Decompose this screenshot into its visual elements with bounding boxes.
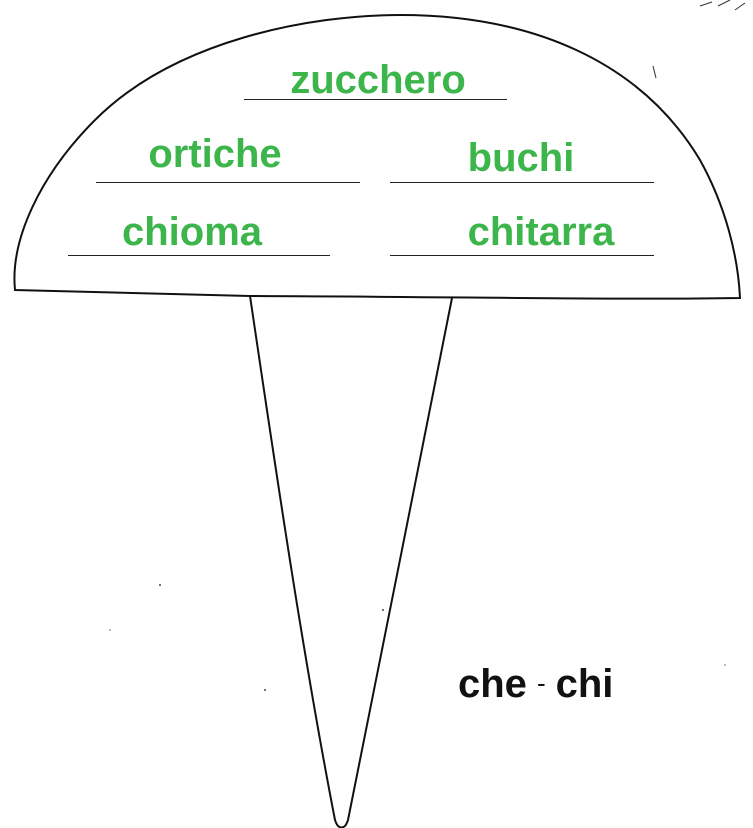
word-chioma: chioma [121, 210, 263, 254]
corner-scribble [699, 0, 746, 11]
mushroom-stem-outline [249, 295, 453, 828]
word-ortiche: ortiche [148, 132, 282, 176]
mushroom-cap-outline [13, 13, 742, 300]
title-chi: chi [555, 662, 614, 706]
word-buchi: buchi [467, 136, 575, 180]
title-label: che-chi [458, 662, 613, 710]
dot-mark [264, 689, 266, 691]
writing-line [390, 255, 654, 256]
word-chitarra: chitarra [467, 210, 615, 254]
dot-mark [382, 609, 384, 611]
writing-line [244, 99, 507, 100]
writing-line [390, 182, 654, 183]
word-zucchero: zucchero [290, 58, 466, 102]
title-separator: - [536, 668, 546, 698]
writing-line [96, 182, 360, 183]
title-che: che [458, 662, 527, 706]
dot-mark [724, 664, 726, 666]
dot-mark [159, 584, 161, 586]
edge-mark [652, 65, 657, 79]
writing-line [68, 255, 330, 256]
dot-mark [109, 629, 111, 631]
